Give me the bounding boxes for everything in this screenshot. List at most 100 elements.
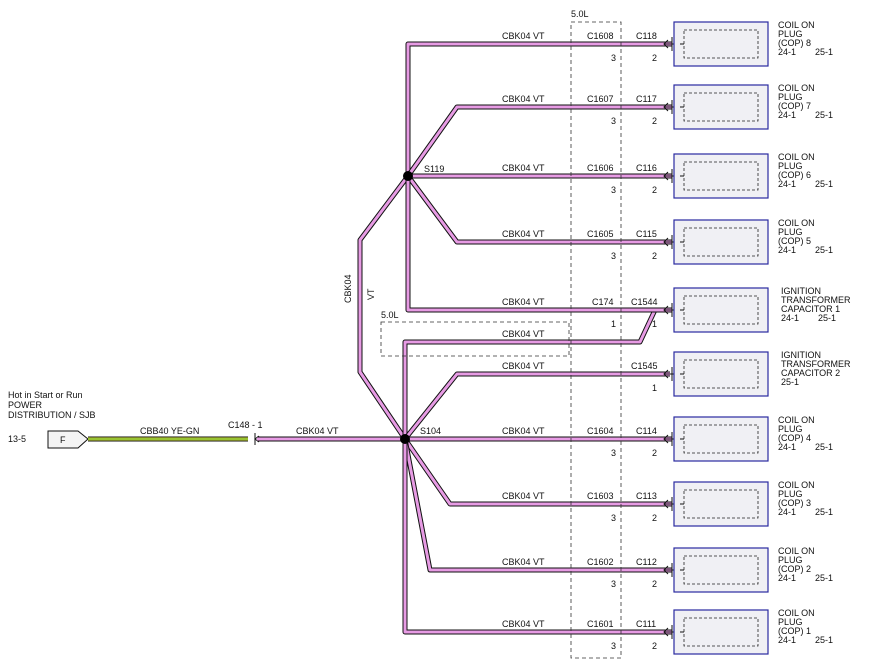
source-title-1: Hot in Start or Run (8, 390, 83, 400)
component-name-line: PLUG (778, 489, 803, 499)
component-connector-pin: 1 (652, 319, 657, 329)
component-name-line: PLUG (778, 227, 803, 237)
component-name-line: COIL ON (778, 152, 815, 162)
splice-link-wire (358, 175, 410, 440)
splice-link-outline (357, 174, 410, 441)
component-name-line: PLUG (778, 555, 803, 565)
component-name-line: PLUG (778, 92, 803, 102)
splice-s104-label: S104 (420, 426, 441, 436)
branch-wire-label: CBK04 VT (502, 31, 545, 41)
inline-connector-label: C1605 (587, 229, 614, 239)
source-page-ref: 13-5 (8, 434, 26, 444)
component-connector-label: C117 (636, 94, 657, 104)
component-connector-pin: 2 (652, 116, 657, 126)
component-name-line: PLUG (778, 161, 803, 171)
component-ref-1: 24-1 (778, 573, 796, 583)
component-ref-2: 25-1 (815, 179, 833, 189)
component-ref-1: 24-1 (778, 442, 796, 452)
component-connector-pin: 2 (652, 579, 657, 589)
power-source: Hot in Start or Run POWER DISTRIBUTION /… (8, 390, 263, 449)
component-connector-pin: 2 (652, 251, 657, 261)
component-box[interactable] (673, 153, 769, 199)
fuse-label: F (60, 435, 66, 445)
branch-wire-label: CBK04 VT (502, 94, 545, 104)
component-box[interactable] (673, 416, 769, 462)
splice-s104 (400, 434, 410, 444)
component-ref-2: 25-1 (815, 635, 833, 645)
component-name-line: PLUG (778, 617, 803, 627)
branch-5-wire (406, 175, 600, 244)
component-ref-1: 25-1 (781, 377, 799, 387)
component-name-line: IGNITION (781, 350, 821, 360)
branch-wire-label: CBK04 VT (502, 557, 545, 567)
wire-cbb40-label: CBB40 YE-GN (140, 426, 199, 436)
variant-5-0l-label: 5.0L (571, 9, 589, 19)
component-name-line: CAPACITOR 1 (781, 304, 840, 314)
branch-wire-label: CBK04 VT (502, 297, 545, 307)
component-box[interactable] (673, 287, 769, 333)
component-name-line: COIL ON (778, 218, 815, 228)
inline-connector-pin: 1 (611, 319, 616, 329)
branch-wire-label: CBK04 VT (502, 491, 545, 501)
source-title-3: DISTRIBUTION / SJB (8, 410, 96, 420)
connector-c148-label: C148 - 1 (228, 420, 263, 430)
component-connector-label: C1544 (631, 297, 658, 307)
component-ref-2: 25-1 (815, 245, 833, 255)
trunk-wiring: CBK04 VT CBK04 VT (257, 41, 672, 635)
branch-wire-label: CBK04 VT (502, 163, 545, 173)
component-ref-1: 24-1 (778, 110, 796, 120)
component-connector-pin: 2 (652, 641, 657, 651)
component-box[interactable] (673, 351, 769, 397)
component-ref-1: 24-1 (778, 635, 796, 645)
component-ref-2: 25-1 (815, 110, 833, 120)
branch-8-wire (406, 42, 600, 176)
component-connector-label: C113 (636, 491, 657, 501)
component-box[interactable] (673, 21, 769, 67)
inline-connector-label: C1607 (587, 94, 614, 104)
component-name-line: TRANSFORMER (781, 295, 851, 305)
component-connector-pin: 1 (652, 383, 657, 393)
component-connector-label: C118 (636, 31, 657, 41)
jumper-wire-label: CBK04 VT (502, 329, 545, 339)
branch-cap2-wire (403, 372, 670, 440)
inline-connector-pin: 3 (611, 448, 616, 458)
component-name-line: CAPACITOR 2 (781, 368, 840, 378)
component-name-line: (COP) 3 (778, 498, 811, 508)
inline-connector-label: C1604 (587, 426, 614, 436)
component-name-line: TRANSFORMER (781, 359, 851, 369)
branch-cap1-wire (406, 176, 600, 312)
component-name-line: (COP) 1 (778, 626, 811, 636)
component-connector-label: C114 (636, 426, 657, 436)
branch-wire-label: CBK04 VT (502, 619, 545, 629)
component-name-line: COIL ON (778, 546, 815, 556)
component-box[interactable] (673, 84, 769, 130)
component-connector-pin: 2 (652, 185, 657, 195)
branch-wire-label: CBK04 VT (502, 426, 545, 436)
inline-connector-pin: 3 (611, 185, 616, 195)
component-box[interactable] (673, 547, 769, 593)
component-connector-label: C115 (636, 229, 657, 239)
component-box[interactable] (673, 219, 769, 265)
component-connector-pin: 2 (652, 53, 657, 63)
inline-connector-pin: 3 (611, 641, 616, 651)
component-ref-2: 25-1 (818, 313, 836, 323)
variant-5-0l-column (570, 21, 622, 659)
component-ref-2: 25-1 (815, 442, 833, 452)
component-connector-label: C111 (636, 619, 656, 629)
component-box[interactable] (673, 609, 769, 655)
branch-3-wire (403, 438, 600, 506)
inline-connector-pin: 3 (611, 251, 616, 261)
branch-7-wire (406, 105, 600, 177)
component-connector-label: C1545 (631, 361, 658, 371)
component-name-line: COIL ON (778, 608, 815, 618)
component-ref-1: 24-1 (778, 245, 796, 255)
splice-link-label-1: CBK04 (343, 274, 353, 303)
component-name-line: COIL ON (778, 415, 815, 425)
inline-connector-label: C1606 (587, 163, 614, 173)
inline-connector-pin: 3 (611, 53, 616, 63)
component-name-line: (COP) 2 (778, 564, 811, 574)
component-box[interactable] (673, 481, 769, 527)
component-ref-1: 24-1 (778, 507, 796, 517)
